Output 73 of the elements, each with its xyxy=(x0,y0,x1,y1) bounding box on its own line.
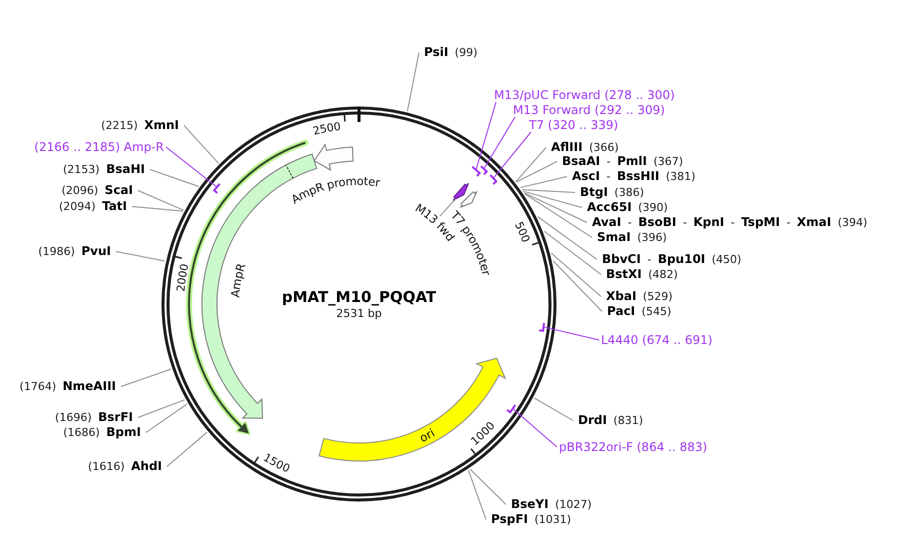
scale-number: 2500 xyxy=(312,119,342,138)
leader-line xyxy=(516,161,558,183)
enzyme-site-label: (2153) BsaHI xyxy=(63,162,148,177)
enzyme-site-label: BstXI (482) xyxy=(603,267,678,282)
enzyme-site-label: (1764) NmeAIII xyxy=(20,379,119,394)
leader-line xyxy=(524,192,588,223)
leader-line xyxy=(534,398,574,421)
enzyme-site-label: (2096) ScaI xyxy=(62,183,136,198)
enzyme-site-label: BsaAI - PmlI (367) xyxy=(559,154,684,169)
leader-line xyxy=(116,251,166,262)
enzyme-site-label: (2215) XmnI xyxy=(101,118,182,133)
primer-mark xyxy=(506,404,516,414)
primer-label: pBR322ori-F (864 .. 883) xyxy=(559,440,708,454)
enzyme-site-label: AflIII (366) xyxy=(548,140,619,155)
leader-line xyxy=(138,190,184,211)
leader-line xyxy=(520,176,568,188)
leader-line xyxy=(150,169,199,187)
leader-line xyxy=(146,404,188,433)
enzyme-site-label: (1686) BpmI xyxy=(63,425,144,440)
enzyme-site-label: PsiI (99) xyxy=(421,45,478,60)
leader-line xyxy=(550,252,602,297)
primer-mark xyxy=(213,183,220,194)
enzyme-site-label: SmaI (396) xyxy=(594,230,667,245)
plasmid-name: pMAT_M10_PQQAT xyxy=(282,288,436,306)
leader-line xyxy=(470,468,506,505)
primer-mark xyxy=(480,166,488,176)
leader-line xyxy=(406,52,420,112)
leader-line xyxy=(544,230,602,275)
primer-label: M13 Forward (292 .. 309) xyxy=(513,103,665,117)
leader-line xyxy=(515,147,546,182)
primer-mark xyxy=(472,166,481,177)
enzyme-site-label: AvaI - BsoBI - KpnI - TspMI - XmaI (394) xyxy=(589,215,868,230)
leader-line xyxy=(512,408,558,448)
primer-site-feature xyxy=(452,182,469,201)
leader-line xyxy=(552,260,602,312)
enzyme-site-label: BbvCI - Bpu10I (450) xyxy=(599,252,742,267)
leader-line xyxy=(492,132,532,179)
enzyme-site-label: BtgI (386) xyxy=(577,185,644,200)
primer-mark xyxy=(490,174,498,185)
primer-label: L4440 (674 .. 691) xyxy=(601,333,712,347)
leader-line xyxy=(138,399,186,418)
leader-line xyxy=(120,368,172,387)
leader-line xyxy=(166,146,218,188)
primer-label: M13/pUC Forward (278 .. 300) xyxy=(494,88,675,102)
enzyme-site-label: (1986) PvuI xyxy=(38,244,114,259)
leader-line xyxy=(543,326,600,340)
enzyme-site-label: (1696) BsrFI xyxy=(55,410,136,425)
enzyme-site-label: (1616) AhdI xyxy=(88,459,165,474)
leader-line xyxy=(524,193,592,238)
enzyme-site-label: XbaI (529) xyxy=(603,289,672,304)
leader-line xyxy=(521,189,576,193)
primer-mark xyxy=(538,322,546,332)
leader-line xyxy=(166,432,208,467)
leader-line xyxy=(537,216,598,260)
plasmid-length: 2531 bp xyxy=(336,307,382,320)
feature-label: ori xyxy=(417,426,438,446)
scale-number: 1500 xyxy=(261,450,292,475)
enzyme-site-label: AscI - BssHII (381) xyxy=(569,169,696,184)
leader-line xyxy=(439,198,456,217)
enzyme-site-label: BseYI (1027) xyxy=(508,497,592,512)
leader-line xyxy=(132,206,184,212)
leader-line xyxy=(483,116,516,170)
leader-line xyxy=(476,102,496,170)
enzyme-site-label: Acc65I (390) xyxy=(584,200,668,215)
enzyme-site-label: PspFI (1031) xyxy=(488,512,572,527)
primer-label: (2166 .. 2185) Amp-R xyxy=(34,140,164,154)
leader-line xyxy=(468,470,486,520)
enzyme-site-label: PacI (545) xyxy=(604,304,672,319)
enzyme-site-label: (2094) TatI xyxy=(58,199,130,214)
leader-line xyxy=(184,125,219,164)
leader-line xyxy=(522,190,582,208)
primer-label: T7 (320 .. 339) xyxy=(529,118,618,132)
enzyme-site-label: DrdI (831) xyxy=(575,413,644,428)
